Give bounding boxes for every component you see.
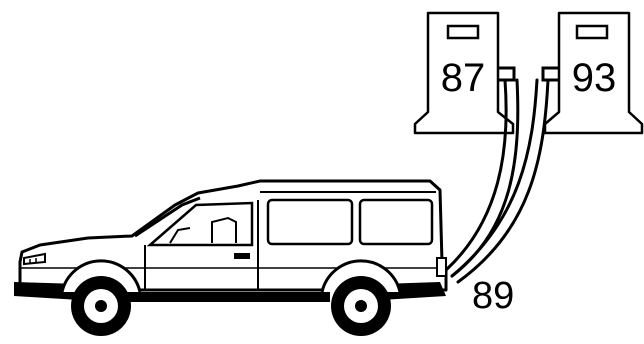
pump-left-octane-label: 87 bbox=[441, 56, 486, 100]
car-rocker-sill bbox=[120, 292, 330, 302]
fuel-pump-right: 93 bbox=[543, 13, 642, 133]
car-rear-window-1 bbox=[268, 200, 352, 244]
car-front-wheel bbox=[71, 276, 131, 336]
pump-left-display bbox=[448, 26, 478, 38]
fuel-pump-left: 87 bbox=[415, 13, 514, 133]
car-blended-octane-label: 89 bbox=[472, 275, 514, 317]
pump-right-nozzle-bracket bbox=[543, 68, 559, 80]
pump-left-nozzle-bracket bbox=[498, 68, 514, 80]
pump-right-octane-label: 93 bbox=[572, 56, 617, 100]
pump-right-display bbox=[577, 26, 607, 38]
car-rear-window-2 bbox=[360, 200, 432, 244]
car bbox=[14, 181, 446, 336]
car-fuel-door bbox=[437, 258, 446, 276]
car-door-handle bbox=[234, 253, 250, 259]
car-rear-wheel bbox=[331, 276, 391, 336]
